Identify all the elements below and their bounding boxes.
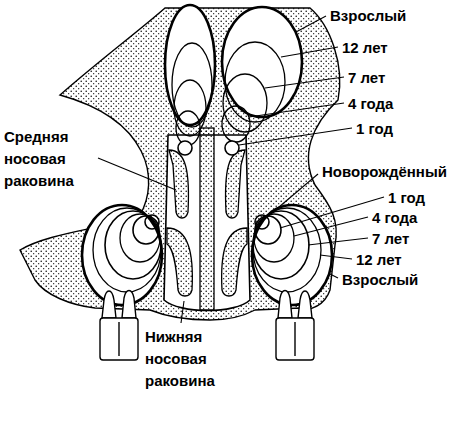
- sinus-contour: [174, 80, 206, 136]
- sinus-contour: [253, 208, 321, 292]
- sinus-contour: [225, 42, 285, 122]
- tooth: [276, 291, 314, 361]
- inferior-concha: [167, 228, 192, 296]
- nasal-septum: [200, 128, 214, 310]
- tooth-crown: [276, 318, 314, 360]
- sinus-contour: [120, 214, 160, 262]
- tooth-line: [294, 322, 295, 356]
- sinus-contour: [145, 215, 159, 229]
- tooth-crown: [100, 318, 138, 360]
- sinus-contour: [223, 74, 267, 132]
- sinus-contour: [105, 211, 161, 279]
- sinus-contour: [176, 111, 200, 145]
- middle-concha: [169, 150, 188, 218]
- label: Взрослый: [330, 6, 406, 25]
- maxillary-sinus: [82, 205, 332, 305]
- leader-line: [330, 274, 338, 278]
- label: Новорождённый: [322, 162, 447, 181]
- leader-line: [249, 103, 344, 117]
- leader-line: [281, 47, 338, 57]
- inferior-concha: [222, 228, 247, 296]
- leader-line: [308, 238, 368, 245]
- tooth-line: [118, 322, 119, 356]
- sinus-contour: [253, 211, 309, 279]
- label: Средняя носовая раковина: [4, 126, 99, 192]
- leader-line: [98, 158, 176, 190]
- leader-line: [181, 301, 184, 323]
- sinus-contour: [222, 7, 302, 117]
- sinus-contour: [133, 216, 159, 244]
- label: 7 лет: [348, 68, 385, 87]
- leader-line: [239, 128, 352, 145]
- label: 7 лет: [372, 229, 409, 248]
- leader-line: [265, 77, 344, 88]
- tooth: [100, 291, 138, 361]
- label: 12 лет: [342, 38, 388, 57]
- label: 12 лет: [356, 250, 402, 269]
- sinus-contour: [82, 205, 162, 305]
- sinus-contour: [225, 141, 239, 155]
- tooth-root: [278, 291, 292, 319]
- label: 4 года: [372, 208, 417, 227]
- sinus-contour: [93, 208, 161, 292]
- leader-line: [280, 197, 384, 228]
- tooth-root: [298, 291, 312, 318]
- sinus-contour: [222, 106, 250, 142]
- tooth-root: [102, 291, 116, 318]
- leader-line: [320, 255, 352, 259]
- sinus-contour: [255, 216, 281, 244]
- label: 1 год: [356, 119, 393, 138]
- tooth-root: [122, 291, 136, 319]
- leader-line: [296, 16, 326, 32]
- label: 4 года: [348, 94, 393, 113]
- label: 1 год: [388, 188, 425, 207]
- label: Взрослый: [342, 270, 418, 289]
- sinus-contour: [178, 141, 192, 155]
- frontal-sinus: [165, 5, 302, 155]
- leader-line: [294, 217, 368, 236]
- sinus-contour: [165, 5, 215, 125]
- leader-line: [266, 174, 318, 218]
- label: Нижняя носовая раковина: [145, 326, 235, 392]
- middle-concha: [226, 150, 245, 218]
- sinus-contour: [254, 214, 294, 262]
